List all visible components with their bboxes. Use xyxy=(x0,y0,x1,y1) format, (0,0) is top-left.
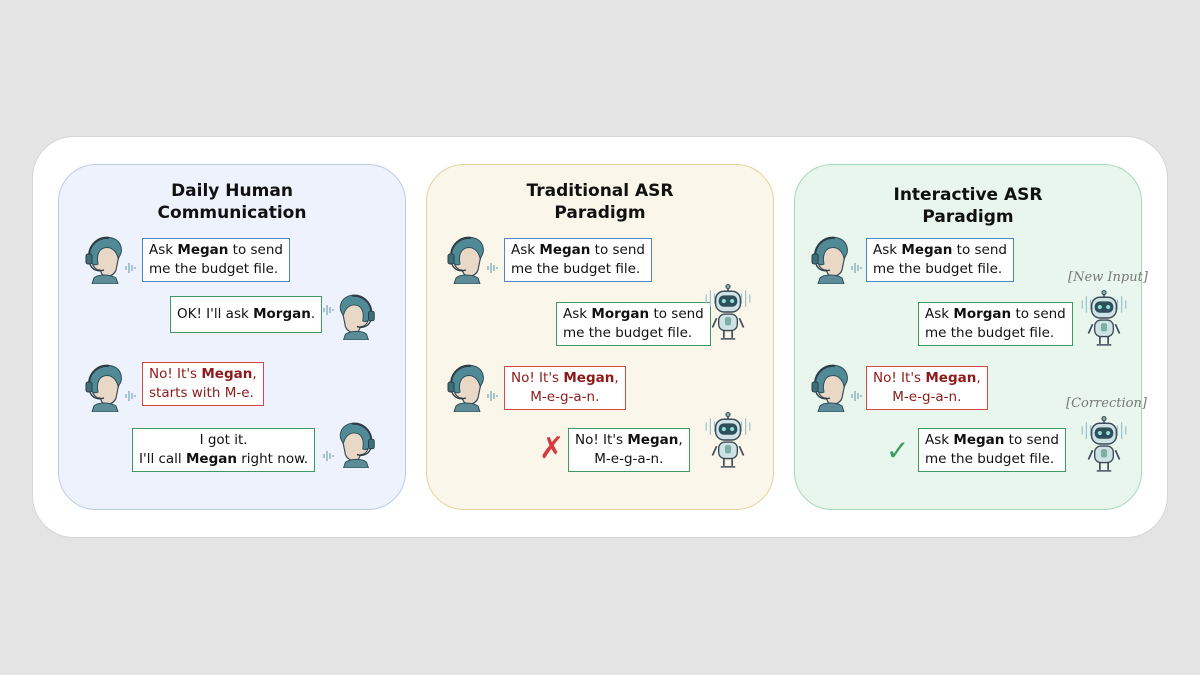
title-line: Paradigm xyxy=(554,203,646,223)
title-line: Interactive ASR xyxy=(893,185,1043,205)
user-headset-icon xyxy=(442,362,492,412)
message-asr-output: Ask Morgan to send me the budget file. xyxy=(918,302,1073,346)
message-asr-literal-output: No! It's Megan, M-e-g-a-n. xyxy=(568,428,690,472)
message-asr-corrected-output: Ask Megan to send me the budget file. xyxy=(918,428,1066,472)
message-user-request: Ask Megan to send me the budget file. xyxy=(866,238,1014,282)
message-user-request: Ask Megan to send me the budget file. xyxy=(142,238,290,282)
robot-icon xyxy=(702,284,754,342)
title-line: Communication xyxy=(157,203,307,223)
tag-new-input: [New Input] xyxy=(1068,270,1148,285)
success-check-icon: ✓ xyxy=(886,434,910,467)
sound-wave-icon xyxy=(124,258,138,278)
robot-icon xyxy=(1078,416,1130,474)
sound-wave-icon xyxy=(850,386,864,406)
user-headset-icon xyxy=(80,362,130,412)
listener-headset-icon xyxy=(332,292,380,340)
listener-headset-icon xyxy=(332,420,380,468)
user-headset-icon xyxy=(80,234,130,284)
robot-icon xyxy=(1078,290,1130,348)
message-user-correction: No! It's Megan, M-e-g-a-n. xyxy=(866,366,988,410)
robot-icon xyxy=(702,412,754,470)
message-user-correction: No! It's Megan, M-e-g-a-n. xyxy=(504,366,626,410)
message-listener-reply: OK! I'll ask Morgan. xyxy=(170,296,323,333)
panel-title-traditional-asr: Traditional ASR Paradigm xyxy=(426,180,774,224)
sound-wave-icon xyxy=(486,258,500,278)
failure-cross-icon: ✗ xyxy=(539,431,565,466)
user-headset-icon xyxy=(806,234,856,284)
user-headset-icon xyxy=(442,234,492,284)
panel-title-interactive-asr: Interactive ASR Paradigm xyxy=(794,184,1142,228)
tag-correction: [Correction] xyxy=(1066,396,1147,411)
message-user-correction: No! It's Megan, starts with M-e. xyxy=(142,362,264,406)
message-asr-output: Ask Morgan to send me the budget file. xyxy=(556,302,711,346)
user-headset-icon xyxy=(806,362,856,412)
title-line: Daily Human xyxy=(171,181,293,201)
title-line: Paradigm xyxy=(922,207,1014,227)
message-listener-confirm: I got it. I'll call Megan right now. xyxy=(132,428,316,472)
panel-title-daily-human: Daily Human Communication xyxy=(58,180,406,224)
title-line: Traditional ASR xyxy=(526,181,674,201)
sound-wave-icon xyxy=(486,386,500,406)
message-user-request: Ask Megan to send me the budget file. xyxy=(504,238,652,282)
sound-wave-icon xyxy=(850,258,864,278)
sound-wave-icon xyxy=(124,386,138,406)
